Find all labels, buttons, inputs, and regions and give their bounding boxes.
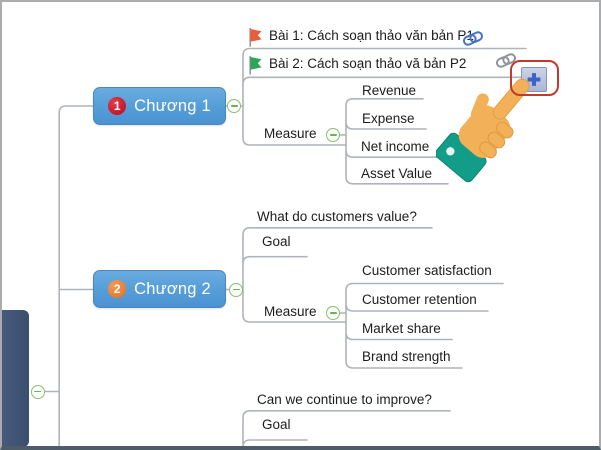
topic-market-share[interactable]: Market share — [362, 321, 441, 336]
hyperlink-icon-gray[interactable] — [495, 52, 517, 69]
chapter-1-label: Chương 1 — [134, 96, 211, 115]
red-flag-icon — [249, 27, 262, 47]
topic-brand-strength[interactable]: Brand strength — [362, 349, 451, 364]
priority-1-badge-icon: 1 — [108, 97, 127, 115]
topic-measure-1[interactable]: Measure — [264, 126, 317, 141]
topic-asset-value[interactable]: Asset Value — [361, 166, 433, 181]
hyperlink-icon-blue[interactable] — [462, 30, 484, 47]
collapse-button-measure-2[interactable] — [326, 306, 340, 320]
collapse-button-chapter-1[interactable] — [227, 99, 241, 113]
green-flag-icon — [249, 55, 262, 75]
topic-expense[interactable]: Expense — [362, 111, 415, 126]
topic-measure-2[interactable]: Measure — [264, 304, 317, 319]
topic-chapter-2[interactable]: 2 Chương 2 — [93, 270, 226, 308]
pointing-hand-icon — [436, 78, 530, 183]
collapse-button-root[interactable] — [30, 384, 45, 399]
topic-goal-2[interactable]: Goal — [262, 234, 291, 249]
topic-customer-retention[interactable]: Customer retention — [362, 292, 477, 307]
minus-icon — [34, 390, 41, 393]
topic-lesson-1[interactable]: Bài 1: Cách soạn thảo văn bản P1 — [269, 28, 474, 43]
plus-icon — [527, 73, 541, 86]
minus-icon — [232, 288, 240, 291]
topic-chapter-1[interactable]: 1 Chương 1 — [93, 87, 226, 125]
topic-goal-3[interactable]: Goal — [262, 417, 291, 432]
minus-icon — [329, 312, 337, 314]
minus-icon — [329, 134, 337, 136]
topic-revenue[interactable]: Revenue — [362, 83, 417, 98]
topic-net-income[interactable]: Net income — [361, 139, 430, 154]
tutorial-highlight-box — [510, 60, 559, 96]
chapter-2-label: Chương 2 — [134, 279, 211, 298]
topic-question-improve[interactable]: Can we continue to improve? — [257, 392, 432, 407]
minus-icon — [230, 105, 238, 107]
root-topic[interactable] — [2, 310, 29, 447]
collapse-button-measure-1[interactable] — [326, 128, 340, 142]
topic-customer-satisfaction[interactable]: Customer satisfaction — [362, 263, 492, 278]
topic-question-customers[interactable]: What do customers value? — [257, 209, 417, 224]
topic-lesson-2[interactable]: Bài 2: Cách soạn thảo vă bản P2 — [269, 56, 467, 71]
collapse-button-chapter-2[interactable] — [229, 282, 243, 297]
priority-2-badge-icon: 2 — [108, 280, 127, 298]
